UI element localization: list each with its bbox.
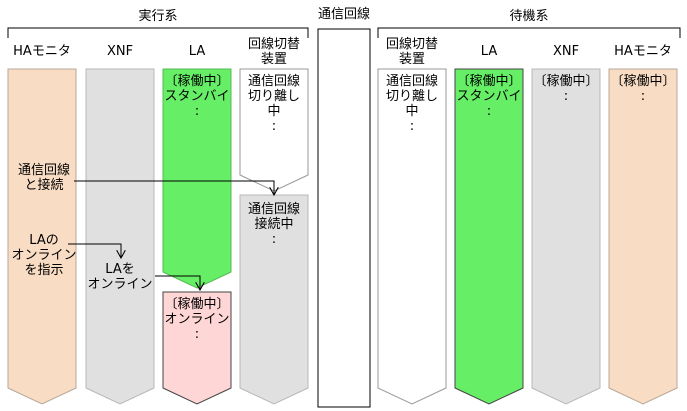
standby-ha-monitor-shape bbox=[608, 68, 678, 405]
arrow-instruct-online bbox=[68, 243, 121, 258]
standby-system-label: 待機系 bbox=[509, 9, 549, 24]
active-xnf-lifeline bbox=[85, 68, 155, 405]
active-switch-header: 回線切替 装置 bbox=[247, 37, 300, 67]
standby-la-header: LA bbox=[480, 44, 498, 59]
active-switch-disconnected-shape bbox=[239, 68, 309, 192]
active-xnf-header: XNF bbox=[106, 44, 134, 59]
standby-system-bracket bbox=[377, 27, 681, 38]
arrow-connect-line bbox=[74, 180, 274, 195]
active-ha-monitor-lifeline bbox=[7, 68, 77, 405]
active-switch-connected-state: 通信回線 接続中 : bbox=[247, 202, 300, 247]
standby-switch-header: 回線切替 装置 bbox=[385, 37, 438, 67]
standby-xnf-header: XNF bbox=[552, 44, 580, 59]
active-system-bracket bbox=[7, 27, 309, 38]
communication-line-label: 通信回線 bbox=[317, 7, 370, 22]
active-la-header: LA bbox=[188, 44, 206, 59]
active-switch-connected-shape bbox=[239, 194, 309, 405]
communication-line-box bbox=[317, 28, 371, 408]
arrow-la-online bbox=[155, 275, 200, 290]
standby-ha-monitor-state: 〔稼働中〕 : bbox=[610, 74, 676, 104]
active-la-standby-state: 〔稼働中〕 スタンバイ : bbox=[164, 74, 230, 119]
active-la-online-state: 〔稼働中〕 オンライン : bbox=[164, 297, 230, 342]
action-la-online: LAを オンライン bbox=[87, 262, 153, 292]
active-la-online-shape bbox=[162, 291, 232, 405]
standby-switch-state: 通信回線 切り離し 中 : bbox=[385, 74, 438, 134]
active-switch-disconnected-state: 通信回線 切り離し 中 : bbox=[247, 74, 300, 134]
standby-switch-shape bbox=[377, 68, 447, 405]
action-instruct-la-online: LAの オンライン を指示 bbox=[11, 233, 77, 278]
active-ha-monitor-header: HAモニタ bbox=[13, 44, 71, 59]
active-la-standby-shape bbox=[162, 68, 232, 289]
standby-xnf-shape bbox=[531, 68, 601, 405]
standby-xnf-state: 〔稼働中〕 : bbox=[533, 74, 599, 104]
standby-ha-monitor-header: HAモニタ bbox=[614, 44, 672, 59]
standby-la-state: 〔稼働中〕 スタンバイ : bbox=[456, 74, 522, 119]
action-connect-line: 通信回線 と接続 bbox=[17, 163, 70, 193]
active-system-label: 実行系 bbox=[138, 9, 178, 24]
standby-la-shape bbox=[454, 68, 524, 405]
